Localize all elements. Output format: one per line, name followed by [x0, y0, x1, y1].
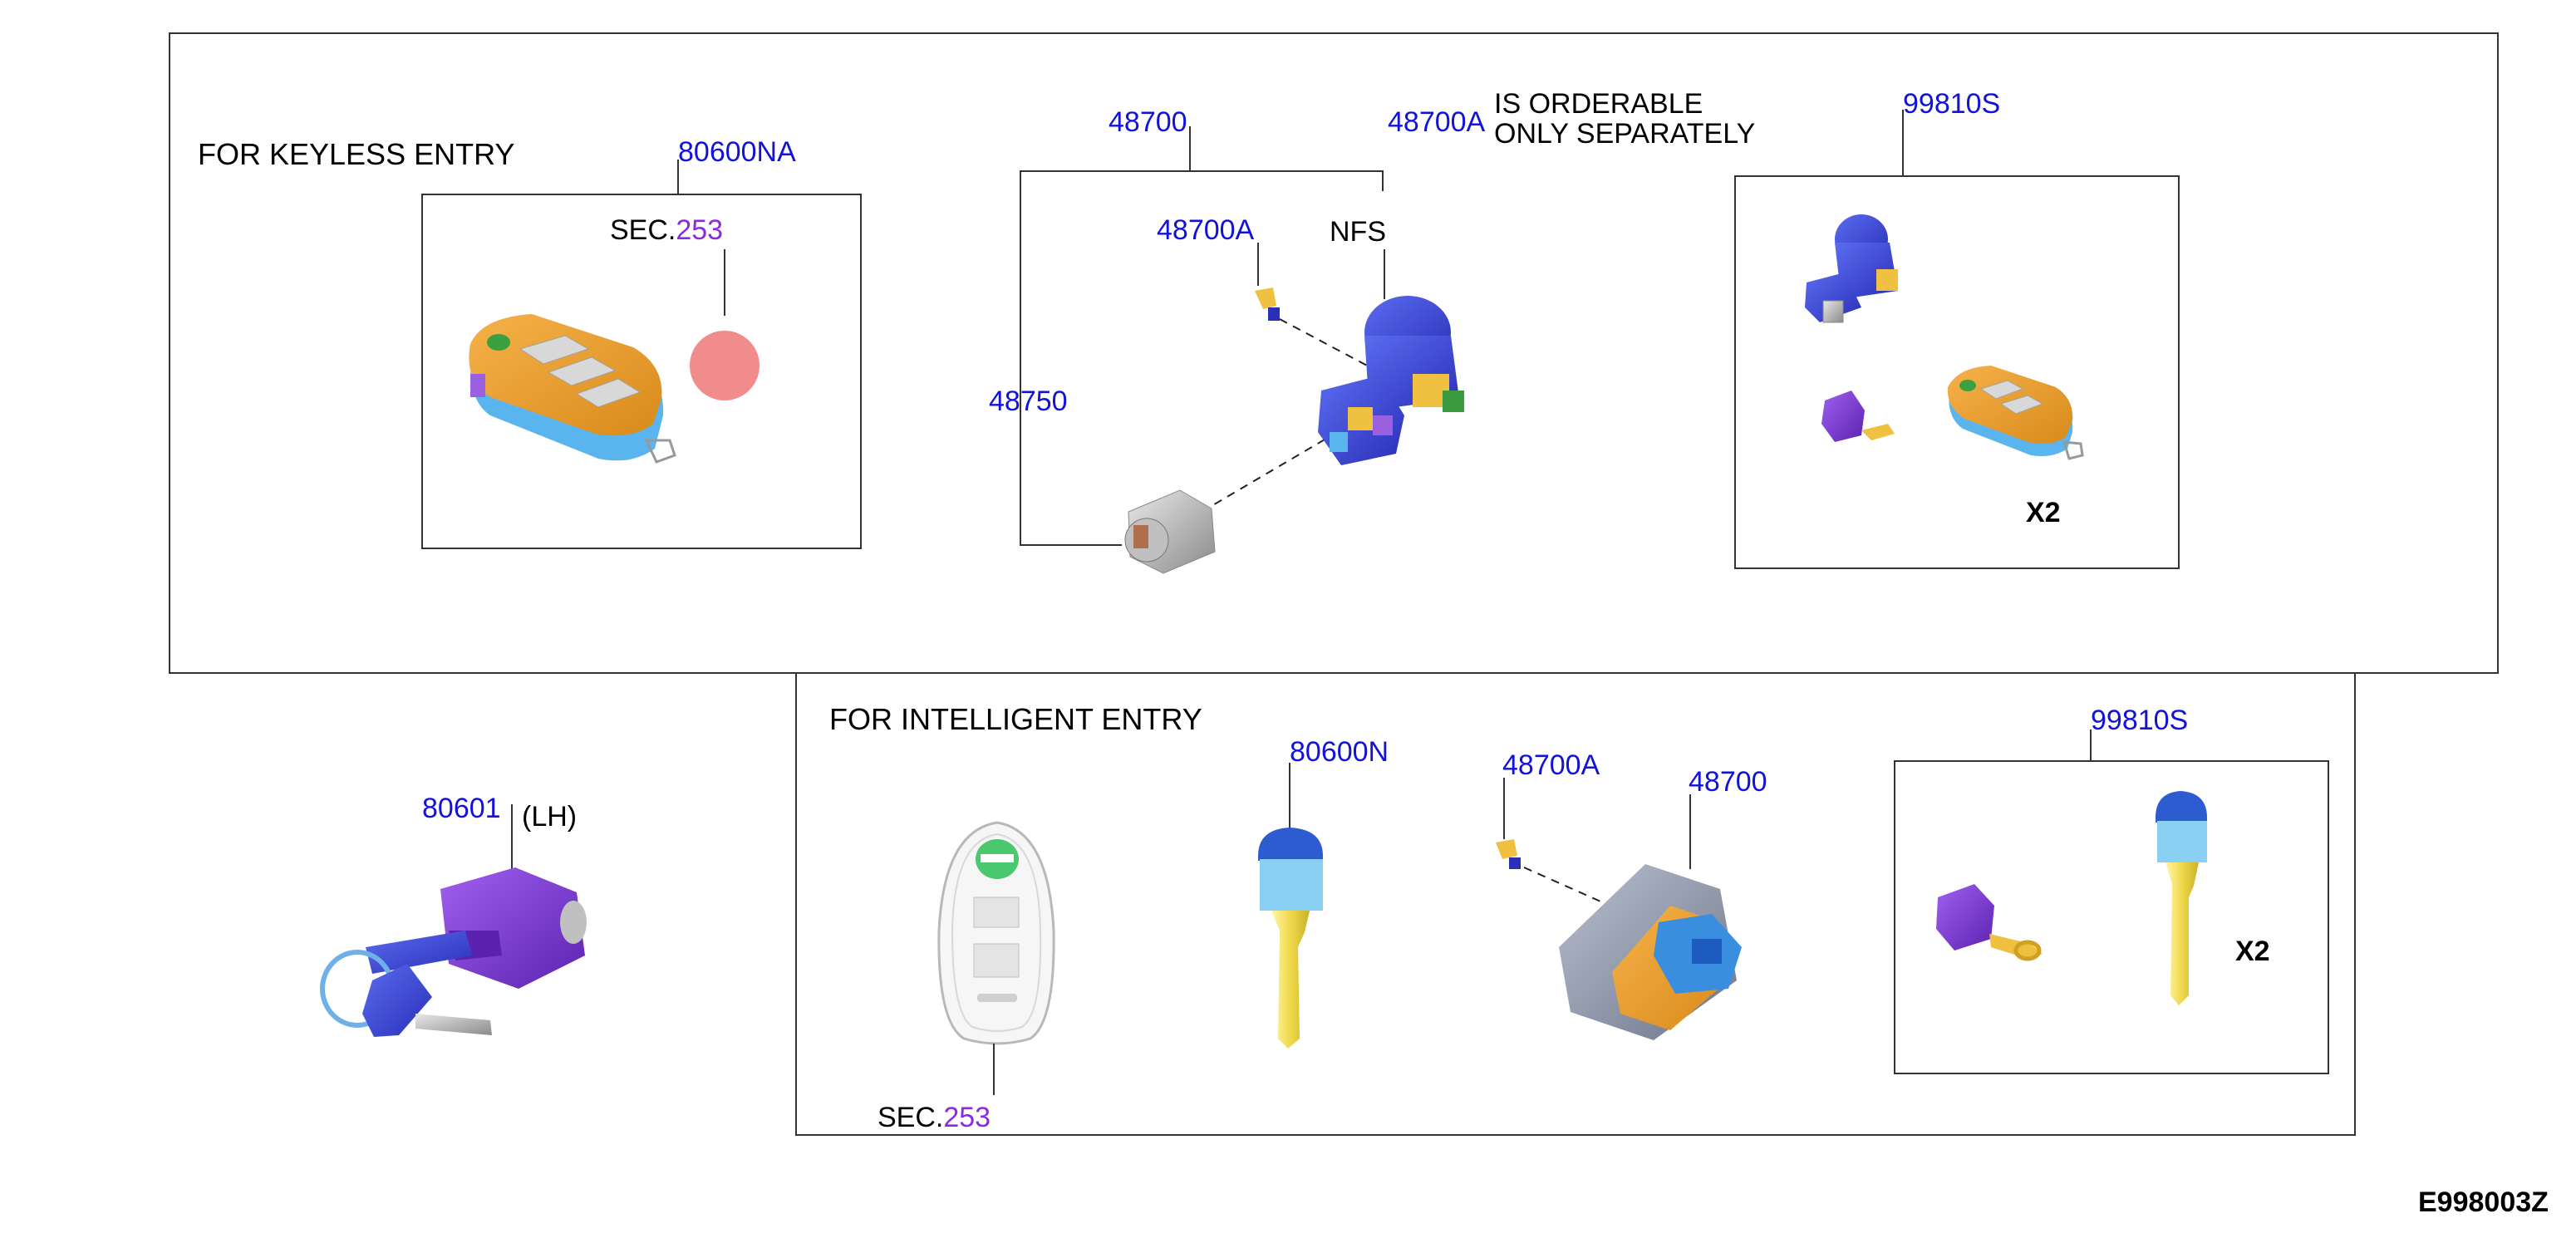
cylinder-part-number[interactable]: 48750 — [989, 386, 1068, 417]
intelligent-kit-part-number[interactable]: 99810S — [2091, 705, 2188, 736]
orderable-note-line2: ONLY SEPARATELY — [1494, 118, 1755, 150]
intelligent-switch-part-number[interactable]: 48700 — [1689, 766, 1767, 798]
kit-switch-icon — [1805, 214, 1898, 323]
intelligent-heading: FOR INTELLIGENT ENTRY — [829, 702, 1202, 736]
emergency-key-part-number[interactable]: 80600N — [1290, 736, 1389, 768]
nfs-label: NFS — [1330, 216, 1386, 248]
lock-cylinder-icon — [1124, 489, 1216, 574]
pin-part-number[interactable]: 48700A — [1157, 214, 1255, 246]
keyless-kit-quantity: X2 — [2026, 497, 2061, 528]
door-lock-side-label: (LH) — [522, 801, 577, 833]
intelligent-section-frame — [795, 673, 2356, 1136]
keyless-fob-part-number[interactable]: 80600NA — [678, 136, 796, 168]
ignition-set-part-number-a[interactable]: 48700A — [1388, 106, 1486, 138]
keyless-fob-section-ref[interactable]: SEC.253 — [610, 214, 723, 246]
kit2-door-cylinder-icon — [1936, 884, 2043, 961]
set-bracket — [1020, 170, 1384, 546]
smart-fob-section-ref[interactable]: SEC.253 — [878, 1102, 991, 1133]
section-prefix: SEC. — [610, 214, 676, 246]
keyless-fob-box — [421, 194, 862, 549]
section-prefix: SEC. — [878, 1102, 943, 1133]
orderable-note-line1: IS ORDERABLE — [1494, 88, 1703, 120]
assembly-dash-2 — [1201, 433, 1335, 513]
intelligent-kit-box — [1894, 760, 2329, 1074]
keyless-kit-part-number[interactable]: 99810S — [1903, 88, 2000, 120]
door-lock-part-number[interactable]: 80601 — [422, 793, 501, 824]
kit-flip-key-icon — [1947, 366, 2084, 460]
keyless-heading: FOR KEYLESS ENTRY — [198, 137, 514, 171]
intelligent-kit-quantity: X2 — [2235, 936, 2270, 967]
door-lock-cylinder-icon — [320, 867, 587, 1037]
keyless-kit-box — [1734, 175, 2180, 569]
pin-icon — [1255, 287, 1280, 321]
keyless-section-frame — [169, 32, 2499, 674]
smart-key-fob-icon — [937, 821, 1055, 1045]
section-number: 253 — [676, 214, 723, 246]
diagram-code: E998003Z — [2418, 1186, 2549, 1218]
kit2-emergency-key-icon — [2156, 791, 2207, 1005]
flip-key-fob-icon — [469, 314, 676, 464]
assembly-dash-1 — [1279, 318, 1384, 375]
section-number: 253 — [943, 1102, 991, 1133]
battery-cell-icon — [690, 331, 760, 400]
ignition-switch-icon — [1318, 296, 1464, 465]
emergency-key-icon — [1258, 828, 1323, 1049]
kit-door-cylinder-icon — [1821, 391, 1895, 442]
intelligent-pin-part-number[interactable]: 48700A — [1502, 749, 1600, 781]
ignition-set-part-number[interactable]: 48700 — [1109, 106, 1187, 138]
intelligent-pin-icon — [1496, 839, 1521, 869]
push-start-switch-icon — [1559, 864, 1742, 1040]
